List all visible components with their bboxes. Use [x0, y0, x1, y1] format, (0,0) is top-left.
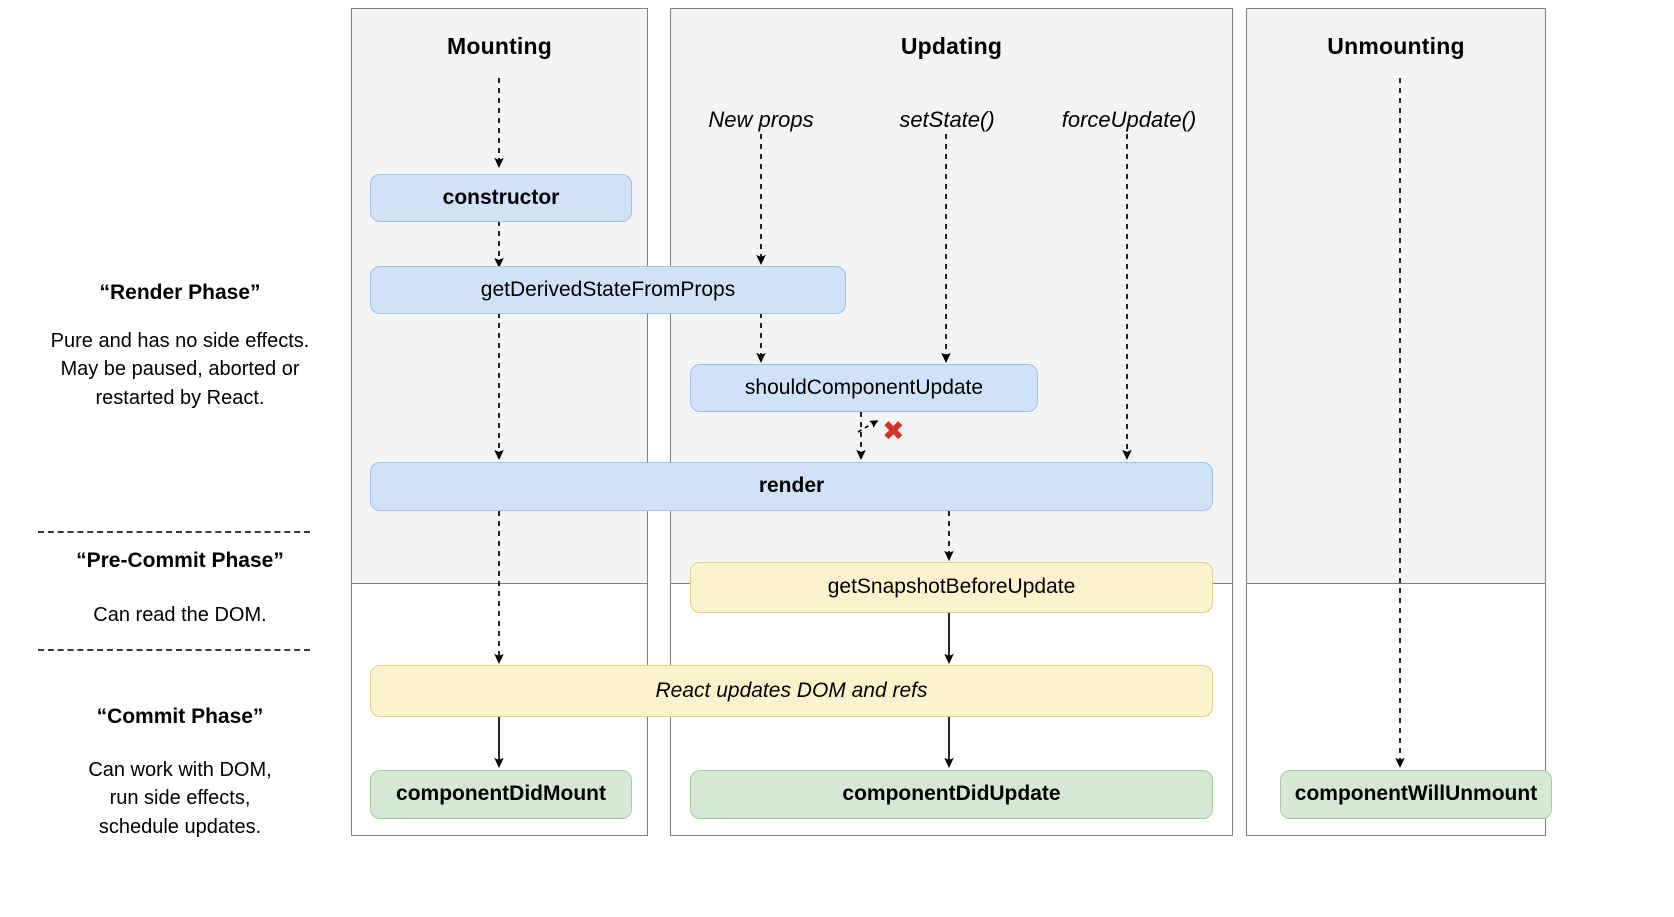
phase-divider-bottom — [38, 649, 310, 651]
phase-description-pre-commit: Can read the DOM. — [93, 604, 267, 626]
box-component-will-unmount[interactable]: componentWillUnmount — [1280, 770, 1552, 819]
box-component-did-mount[interactable]: componentDidMount — [370, 770, 632, 819]
abort-x-icon: ✖ — [882, 416, 905, 447]
phase-title-render: “Render Phase” — [99, 281, 261, 304]
phase-description-commit: Can work with DOM, run side effects, sch… — [88, 759, 272, 838]
column-title-updating: Updating — [900, 33, 1003, 59]
box-component-did-update[interactable]: componentDidUpdate — [690, 770, 1213, 819]
box-react-updates-dom-and-refs[interactable]: React updates DOM and refs — [370, 665, 1213, 717]
box-get-derived-state-from-props[interactable]: getDerivedStateFromProps — [370, 266, 846, 314]
panel-unmounting-render — [1246, 8, 1546, 584]
trigger-set-state: setState() — [899, 107, 995, 132]
box-render[interactable]: render — [370, 462, 1213, 511]
phase-description-render: Pure and has no side effects. May be pau… — [50, 330, 310, 409]
phase-divider-top — [38, 531, 310, 533]
column-title-mounting: Mounting — [446, 33, 553, 59]
box-should-component-update[interactable]: shouldComponentUpdate — [690, 364, 1038, 412]
trigger-new-props: New props — [708, 107, 814, 132]
column-title-unmounting: Unmounting — [1327, 33, 1465, 59]
box-constructor[interactable]: constructor — [370, 174, 632, 222]
phase-title-pre-commit: “Pre-Commit Phase” — [76, 549, 284, 572]
box-get-snapshot-before-update[interactable]: getSnapshotBeforeUpdate — [690, 562, 1213, 613]
trigger-force-update: forceUpdate() — [1061, 107, 1197, 132]
phase-title-commit: “Commit Phase” — [96, 705, 264, 728]
